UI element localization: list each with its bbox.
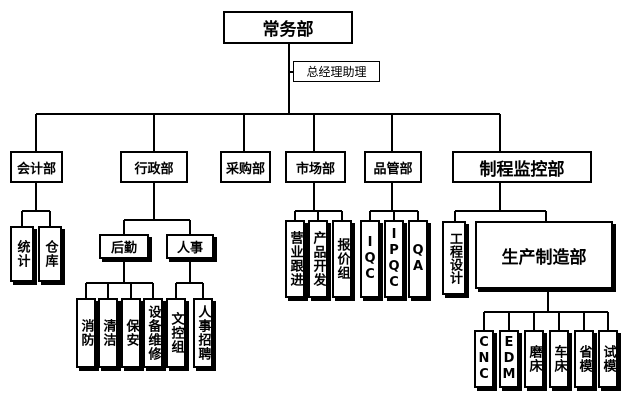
unit-fire-label: 消防 [78,319,94,347]
unit-edm: EDM [499,330,519,388]
dept-admin-label: 行政部 [134,161,174,177]
unit-qa: QA [408,220,428,298]
dept-accounting-label: 会计部 [16,161,56,177]
group-hr: 人事 [166,234,214,259]
unit-cnc-label: CNC [476,335,492,383]
unit-cleaning-label: 清洁 [100,319,116,347]
group-logistics-label: 后勤 [110,241,137,256]
root-label: 常务部 [262,20,314,40]
dept-marketing-label: 市场部 [295,161,335,177]
group-logistics: 后勤 [99,234,149,259]
unit-production-label: 生产制造部 [501,247,587,268]
unit-product-dev-label: 产品开发 [310,231,326,287]
unit-security: 保安 [121,298,141,368]
unit-ipqc-label: IPQC [386,227,402,291]
dept-marketing: 市场部 [285,151,346,183]
unit-qa-label: QA [410,243,426,275]
unit-engineering-label: 工程设计 [447,232,462,284]
unit-sales-follow-label: 营业跟进 [287,231,303,287]
assistant-label: 总经理助理 [306,65,367,79]
unit-quote: 报价组 [332,220,352,298]
unit-product-dev: 产品开发 [308,220,328,298]
unit-trial-mold: 试模 [598,330,618,388]
dept-purchasing: 采购部 [220,151,271,183]
unit-maintenance: 设备维修 [143,298,163,368]
assistant-box: 总经理助理 [293,61,380,82]
unit-lathe-label: 车床 [551,345,567,373]
unit-fire: 消防 [76,298,96,368]
dept-accounting: 会计部 [10,151,63,183]
unit-save-mold-label: 省模 [576,345,592,373]
unit-warehouse: 仓库 [38,226,62,282]
dept-process-label: 制程监控部 [479,159,565,180]
unit-lathe: 车床 [549,330,569,388]
unit-warehouse-label: 仓库 [42,240,58,268]
dept-purchasing-label: 采购部 [225,161,265,177]
dept-quality: 品管部 [364,151,422,183]
unit-sales-follow: 营业跟进 [285,220,305,298]
unit-stats: 统计 [10,226,34,282]
unit-production: 生产制造部 [475,221,613,289]
dept-quality-label: 品管部 [373,161,413,177]
unit-cleaning: 清洁 [98,298,118,368]
unit-engineering: 工程设计 [442,221,466,295]
root-box: 常务部 [223,11,353,44]
unit-save-mold: 省模 [574,330,594,388]
unit-quote-label: 报价组 [334,238,350,280]
unit-iqc-label: IQC [362,235,378,283]
unit-maintenance-label: 设备维修 [145,305,161,361]
unit-recruiting-label: 人事招聘 [195,305,211,361]
unit-stats-label: 统计 [14,240,30,268]
unit-doc-control-label: 文控组 [168,312,184,354]
unit-doc-control: 文控组 [166,298,186,368]
unit-security-label: 保安 [123,319,139,347]
dept-admin: 行政部 [120,151,188,183]
unit-grinding: 磨床 [524,330,544,388]
unit-trial-mold-label: 试模 [600,345,616,373]
unit-recruiting: 人事招聘 [193,298,213,368]
unit-edm-label: EDM [501,335,517,383]
unit-iqc: IQC [360,220,380,298]
group-hr-label: 人事 [176,241,203,256]
unit-ipqc: IPQC [384,220,404,298]
dept-process: 制程监控部 [452,151,592,183]
unit-cnc: CNC [474,330,494,388]
unit-grinding-label: 磨床 [526,345,542,373]
